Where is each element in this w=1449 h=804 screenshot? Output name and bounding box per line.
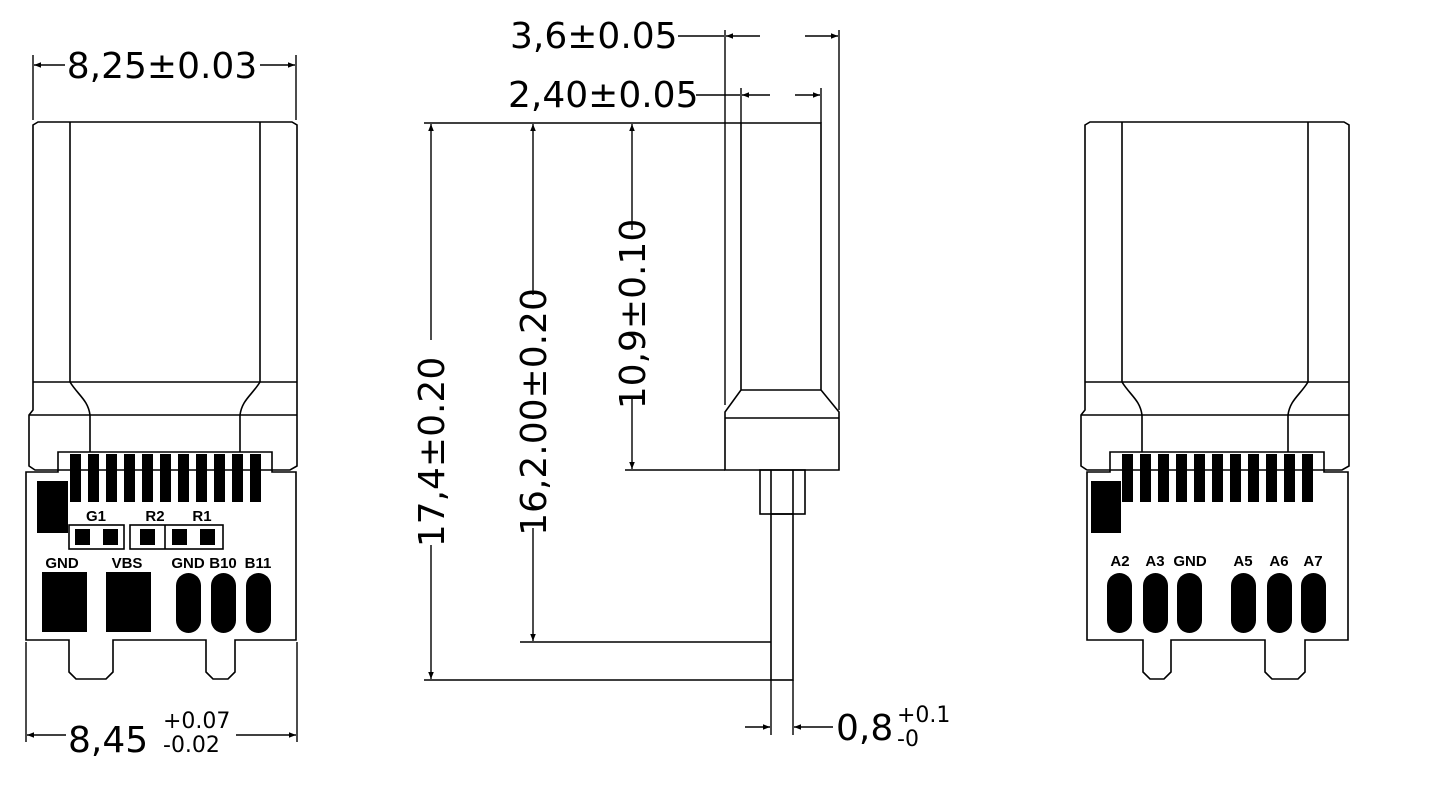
pad-label-b10: B10 xyxy=(209,555,237,572)
dim-front-width-top xyxy=(32,55,297,120)
pad-label-a3: A3 xyxy=(1145,553,1164,570)
dim-text-front-width-bottom-minus: -0.02 xyxy=(163,733,220,758)
back-view xyxy=(1080,121,1350,680)
dim-text-side-body-length: 10,9±0.10 xyxy=(613,219,654,409)
dim-text-side-total-length: 17,4±0.20 xyxy=(412,357,453,547)
pad-label-a2: A2 xyxy=(1110,553,1129,570)
back-pad-labels: A2 A3 GND A5 A6 A7 xyxy=(1110,553,1322,570)
dim-text-front-width-bottom-plus: +0.07 xyxy=(163,709,230,734)
dim-side-lengths xyxy=(424,122,771,681)
dim-side-thickness xyxy=(678,30,840,410)
component-label-r2: R2 xyxy=(145,508,164,525)
front-view xyxy=(25,121,298,680)
pad-label-gnd-1: GND xyxy=(45,555,79,572)
pad-label-a6: A6 xyxy=(1269,553,1288,570)
dim-text-pin-width-minus: -0 xyxy=(897,727,919,752)
dim-side-pin-width xyxy=(745,680,833,735)
pad-label-gnd-2: GND xyxy=(171,555,205,572)
dim-text-side-pin-length: 16,2.00±0.20 xyxy=(514,288,555,536)
side-view xyxy=(724,122,840,681)
front-contact-fingers xyxy=(37,454,261,533)
side-body-outline xyxy=(724,122,840,471)
front-smd-components xyxy=(68,524,224,550)
component-label-g1: G1 xyxy=(86,508,106,525)
dim-text-pin-width: 0,8 xyxy=(836,708,893,749)
pad-label-a5: A5 xyxy=(1233,553,1252,570)
dim-text-side-body-thickness: 2,40±0.05 xyxy=(508,75,698,116)
dim-text-pin-width-plus: +0.1 xyxy=(897,703,950,728)
dim-text-front-width-top: 8,25±0.03 xyxy=(67,46,257,87)
dim-text-front-width-bottom: 8,45 xyxy=(68,720,148,761)
front-solder-pads xyxy=(42,572,271,633)
dim-text-side-total-thickness: 3,6±0.05 xyxy=(510,16,678,57)
pad-label-vbs: VBS xyxy=(112,555,143,572)
pad-label-gnd-back: GND xyxy=(1173,553,1207,570)
back-shell-outline xyxy=(1080,121,1350,471)
back-contact-fingers xyxy=(1091,454,1313,533)
front-component-labels: G1 R2 R1 xyxy=(86,508,212,525)
side-pin xyxy=(770,513,794,681)
front-pcb-outline xyxy=(25,451,297,680)
side-pin-collar xyxy=(759,469,806,515)
pad-label-a7: A7 xyxy=(1303,553,1322,570)
component-label-r1: R1 xyxy=(192,508,211,525)
dim-front-width-bottom xyxy=(25,642,298,742)
pad-label-b11: B11 xyxy=(245,555,272,572)
back-pcb-outline xyxy=(1086,451,1349,680)
front-shell-outline xyxy=(28,121,298,471)
back-solder-pads xyxy=(1107,573,1326,633)
front-pad-labels: GND VBS GND B10 B11 xyxy=(45,555,271,572)
